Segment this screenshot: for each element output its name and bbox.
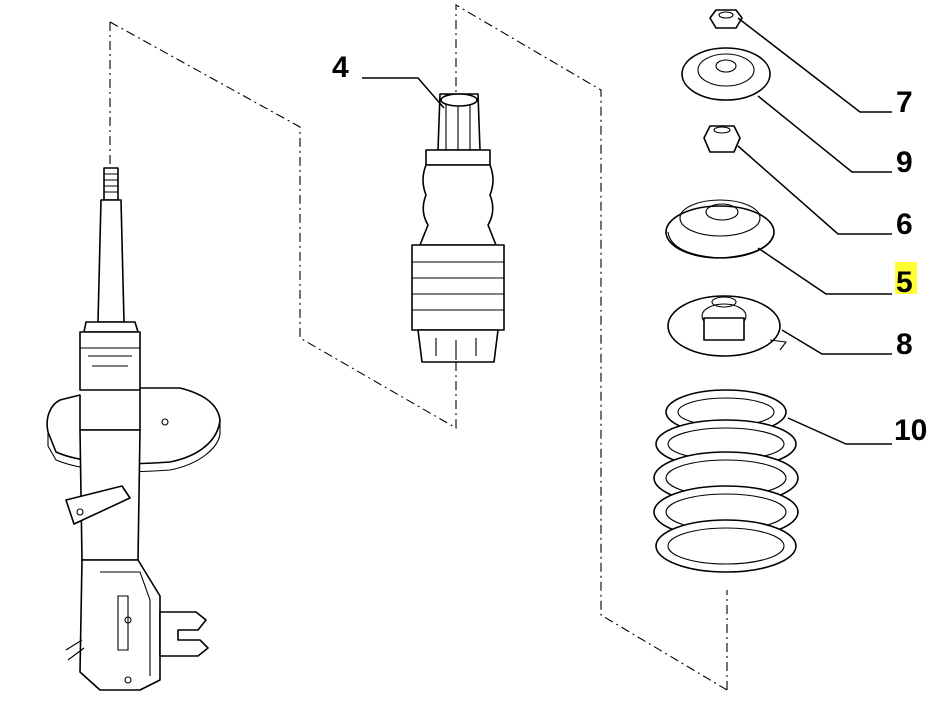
coil-spring-part-10 [653, 389, 799, 573]
spring-seat-part-8 [667, 295, 788, 357]
callout-10: 10 [894, 414, 927, 447]
dust-boot-part-4 [411, 93, 505, 363]
callout-6: 6 [896, 208, 913, 241]
callout-5: 5 [896, 266, 913, 299]
callout-4: 4 [332, 51, 349, 84]
callout-7: 7 [896, 86, 913, 119]
callout-numbers: 4 7 9 6 5 8 10 [332, 51, 927, 447]
callout-5-highlight [895, 262, 917, 294]
nut-part-7 [709, 9, 743, 29]
strut-mount-part-5 [665, 199, 775, 259]
top-mount-part-9 [681, 47, 771, 101]
nut-part-6 [703, 125, 741, 153]
callout-8: 8 [896, 328, 913, 361]
callout-9: 9 [896, 146, 913, 179]
shock-absorber-strut [46, 167, 221, 691]
assembly-guide-lines [109, 4, 728, 691]
leader-lines [362, 17, 892, 445]
